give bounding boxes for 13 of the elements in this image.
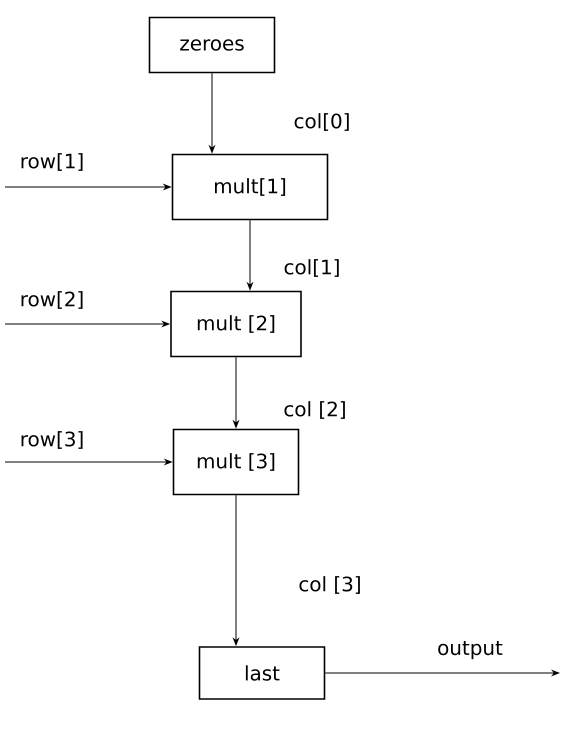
process-box: last [198,646,326,700]
process-box: mult[1] [172,154,328,220]
edge-label: row[3] [18,429,86,451]
edge-label: col[1] [282,257,342,279]
process-box: zeroes [148,16,276,74]
edge-label: row[2] [18,289,86,311]
edge-label: col [3] [296,574,364,596]
process-box: mult [2] [170,290,302,358]
edge-label: col[0] [292,111,352,133]
edge-label: output [435,638,505,662]
edge-label: col [2] [281,399,349,421]
edge-label: row[1] [18,151,86,173]
process-box: mult [3] [172,428,300,496]
